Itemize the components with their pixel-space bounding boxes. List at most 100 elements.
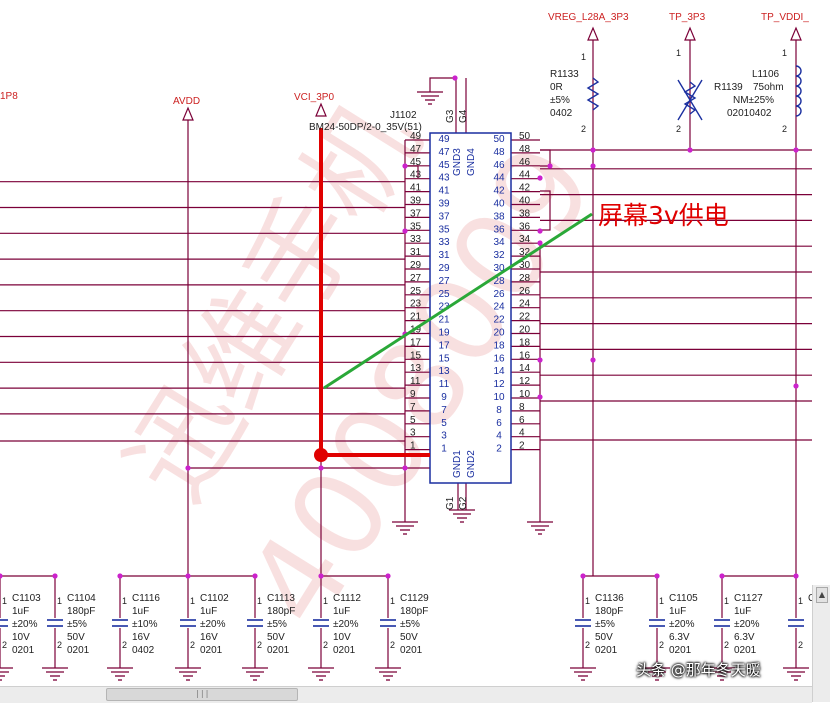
pin-number-inner-right: 26 bbox=[493, 289, 505, 300]
junction-dot bbox=[385, 573, 391, 579]
pin-number-inner-right: 22 bbox=[493, 315, 505, 326]
connector-ref: J1102 bbox=[390, 110, 417, 121]
pin-2-label: 2 bbox=[390, 640, 395, 650]
capacitor-ref: C1103 bbox=[12, 593, 41, 604]
pin-number-right: 46 bbox=[519, 157, 531, 168]
junction-dot bbox=[52, 573, 58, 579]
capacitor-tolerance: ±10% bbox=[132, 619, 158, 630]
pin-number-inner-right: 10 bbox=[493, 392, 505, 403]
pin-number-inner-left: 45 bbox=[438, 160, 450, 171]
pin-number-left: 37 bbox=[410, 208, 422, 219]
power-arrow-vreg bbox=[587, 26, 599, 41]
pin-1-label: 1 bbox=[190, 596, 195, 606]
pin-number-inner-left: 25 bbox=[438, 289, 450, 300]
pin-number-right: 18 bbox=[519, 337, 531, 348]
pin-number-right: 28 bbox=[519, 273, 531, 284]
pin-2-label: 2 bbox=[676, 124, 681, 134]
pin-number-right: 24 bbox=[519, 299, 531, 310]
junction-dot bbox=[537, 394, 543, 400]
pin-number-left: 35 bbox=[410, 221, 422, 232]
capacitor-tolerance: ±5% bbox=[67, 619, 87, 630]
scroll-grip-icon: ||| bbox=[195, 689, 210, 698]
capacitor-tolerance: ±20% bbox=[669, 619, 695, 630]
horizontal-scroll-thumb[interactable] bbox=[106, 688, 298, 701]
g3-wire bbox=[429, 77, 457, 133]
pin-number-inner-left: 9 bbox=[441, 392, 447, 403]
pin-number-inner-left: 21 bbox=[438, 315, 450, 326]
capacitor-value: 1uF bbox=[12, 606, 29, 617]
pin-number-right: 2 bbox=[519, 441, 525, 452]
pin-number-left: 41 bbox=[410, 183, 422, 194]
pin-number-right: 22 bbox=[519, 312, 531, 323]
pin-number-left: 31 bbox=[410, 247, 422, 258]
capacitor-value: 180pF bbox=[267, 606, 295, 617]
pin-number-right: 50 bbox=[519, 131, 531, 142]
pin-number-inner-right: 16 bbox=[493, 353, 505, 364]
capacitor-tolerance: ±20% bbox=[200, 619, 226, 630]
net-label-tp3p3: TP_3P3 bbox=[669, 12, 706, 23]
l1106-ref: L1106 bbox=[752, 69, 780, 80]
scroll-up-arrow-icon[interactable]: ▲ bbox=[816, 587, 828, 603]
pin-number-inner-right: 46 bbox=[493, 160, 505, 171]
wires bbox=[0, 40, 812, 668]
gnd1-label: GND1 bbox=[452, 450, 463, 478]
pin-number-inner-left: 27 bbox=[438, 276, 450, 287]
pin-number-left: 39 bbox=[410, 196, 422, 207]
annotation-text: 屏幕3v供电 bbox=[598, 201, 729, 230]
pin-2-label: 2 bbox=[2, 640, 7, 650]
capacitor-value: 1uF bbox=[669, 606, 686, 617]
junction-dot bbox=[590, 163, 596, 169]
pin-number-left: 47 bbox=[410, 144, 422, 155]
capacitor-voltage: 50V bbox=[267, 632, 285, 643]
vertical-scrollbar[interactable] bbox=[812, 585, 830, 702]
not-mounted-cross bbox=[677, 79, 703, 121]
capacitor-value: 1uF bbox=[132, 606, 149, 617]
capacitor-voltage: 50V bbox=[67, 632, 85, 643]
net-label-vci: VCI_3P0 bbox=[294, 92, 335, 103]
pin-number-left: 49 bbox=[410, 131, 422, 142]
capacitor-value: 1uF bbox=[734, 606, 751, 617]
capacitor-ref: C1127 bbox=[734, 593, 763, 604]
pin-number-right: 32 bbox=[519, 247, 531, 258]
pin-number-inner-left: 5 bbox=[441, 418, 447, 429]
pin-number-left: 1 bbox=[410, 441, 416, 452]
capacitor-ref: C bbox=[808, 593, 815, 604]
capacitor-package: 0201 bbox=[400, 645, 423, 656]
pin-number-right: 38 bbox=[519, 208, 531, 219]
pin-number-inner-left: 39 bbox=[438, 199, 450, 210]
junction-dot bbox=[793, 383, 799, 389]
pin-number-inner-left: 15 bbox=[438, 353, 450, 364]
pin-number-inner-right: 14 bbox=[493, 366, 505, 377]
pin-number-inner-right: 24 bbox=[493, 302, 505, 313]
pin-number-inner-left: 35 bbox=[438, 224, 450, 235]
pin-number-left: 17 bbox=[410, 337, 422, 348]
net-label-tpvddi: TP_VDDI_ bbox=[761, 12, 809, 23]
capacitor-package: 0201 bbox=[267, 645, 290, 656]
gnd4-label: GND4 bbox=[466, 148, 477, 176]
pin-number-right: 16 bbox=[519, 350, 531, 361]
pin-number-left: 3 bbox=[410, 428, 416, 439]
r1139-tol: NM±25% bbox=[733, 95, 775, 106]
pin-number-left: 5 bbox=[410, 415, 416, 426]
capacitor-voltage: 6.3V bbox=[734, 632, 755, 643]
pin-number-inner-left: 3 bbox=[441, 431, 447, 442]
pin-number-inner-left: 7 bbox=[441, 405, 447, 416]
capacitor-voltage: 10V bbox=[12, 632, 30, 643]
capacitor-ref: C1112 bbox=[333, 593, 361, 604]
pin-number-inner-left: 37 bbox=[438, 211, 450, 222]
inductor-l1106 bbox=[795, 65, 802, 117]
junction-dot bbox=[318, 573, 324, 579]
resistor-r1139 bbox=[683, 81, 697, 115]
pin-jumper bbox=[540, 190, 551, 231]
gnd2-label: GND2 bbox=[466, 450, 477, 478]
capacitor-package: 0201 bbox=[12, 645, 35, 656]
pin-number-inner-left: 31 bbox=[438, 250, 450, 261]
capacitor-voltage: 50V bbox=[400, 632, 418, 643]
pin-1-label: 1 bbox=[122, 596, 127, 606]
power-arrow-avdd bbox=[182, 106, 194, 121]
pin-1-label: 1 bbox=[676, 48, 681, 58]
pin-number-right: 8 bbox=[519, 402, 525, 413]
